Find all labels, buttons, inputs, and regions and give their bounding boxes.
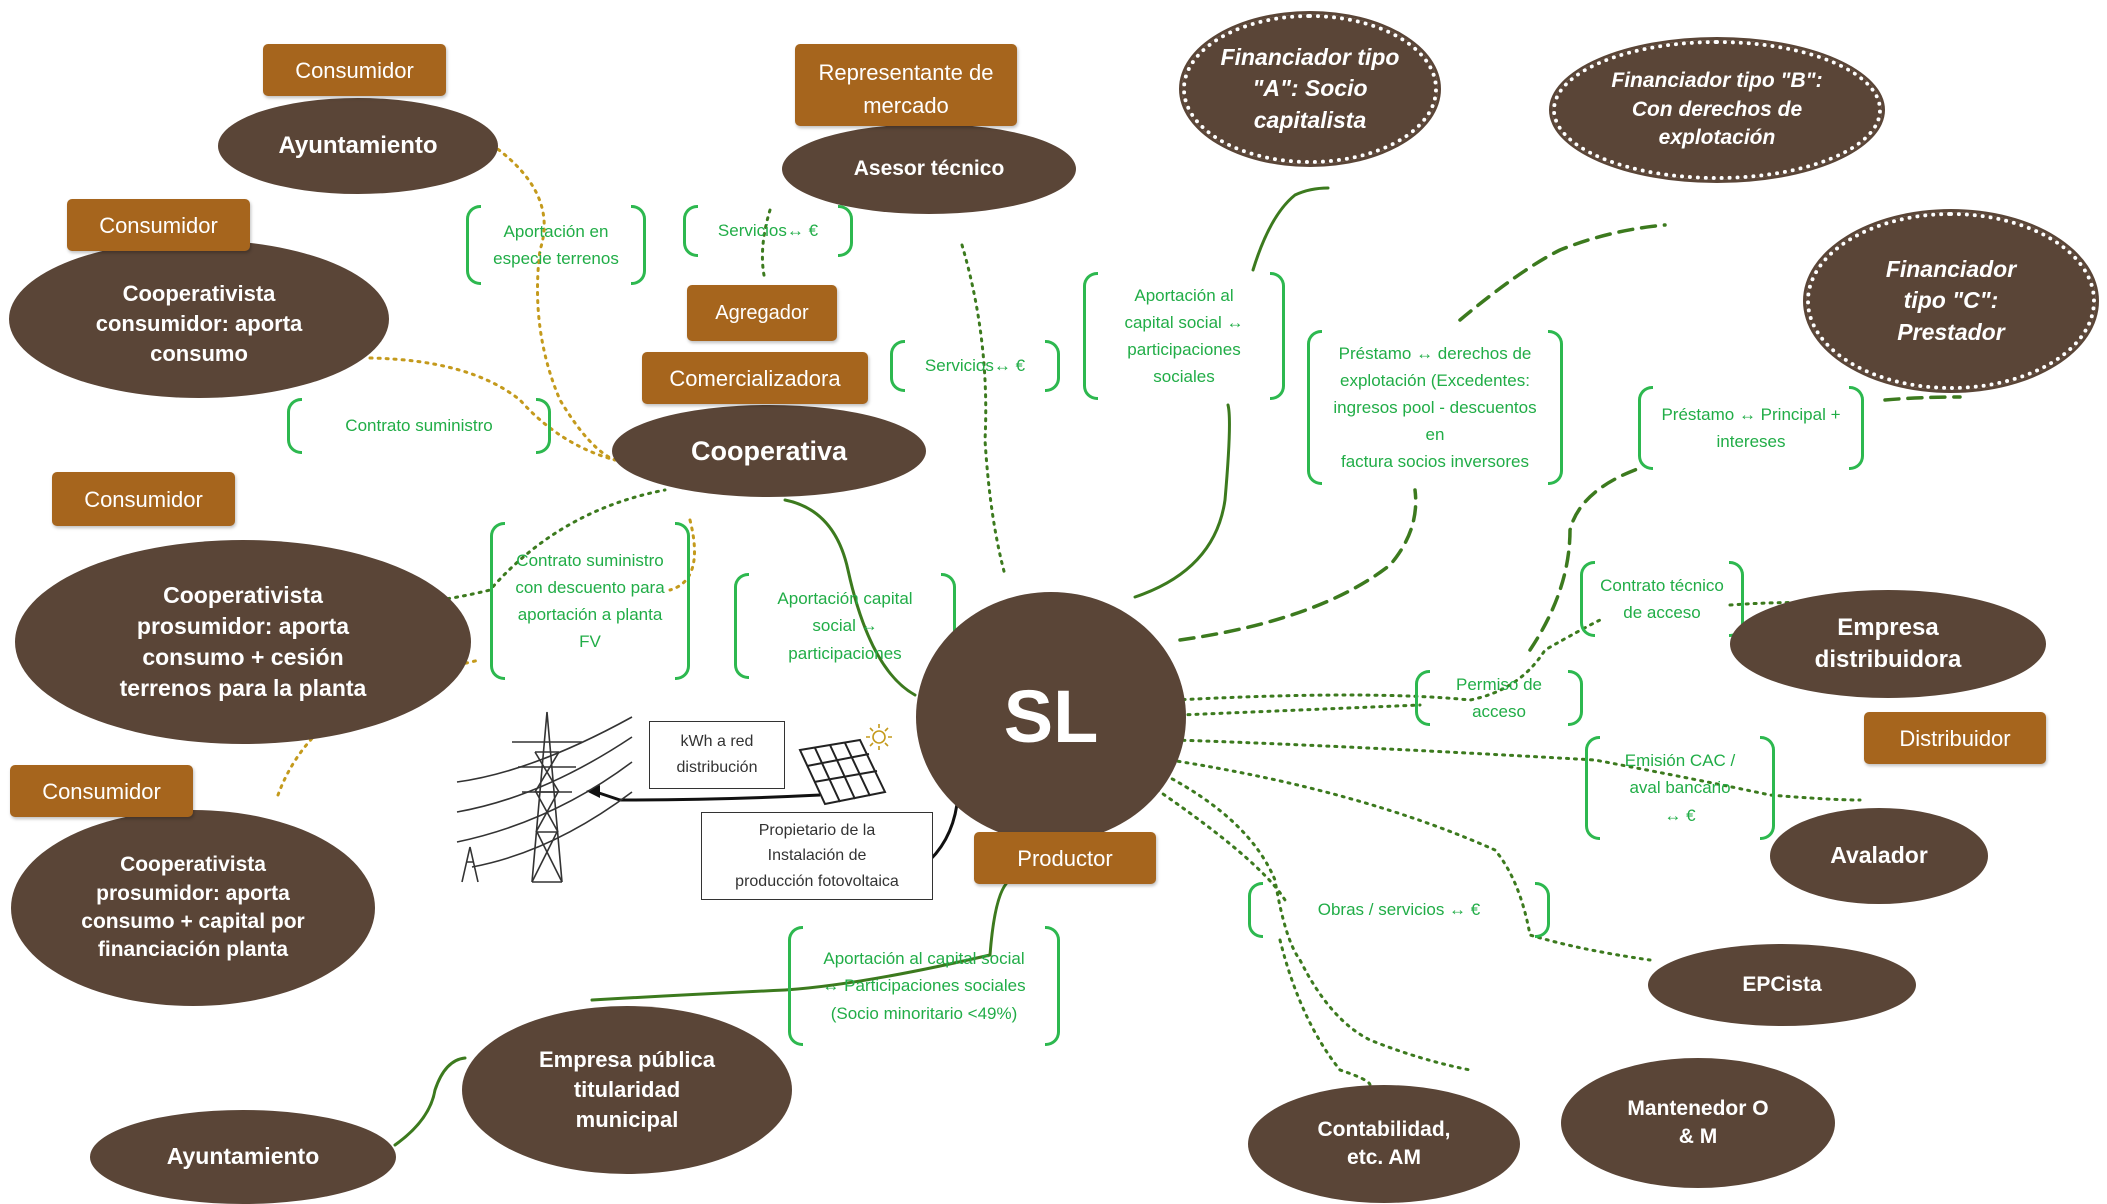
relation-contrato-tecnico-label: Contrato técnico de acceso — [1600, 575, 1724, 622]
ayuntamiento-bottom-node: Ayuntamiento — [90, 1110, 396, 1204]
connector-ayuntamiento-bottom — [393, 1056, 467, 1147]
connector-permiso — [1178, 703, 1422, 717]
connector-fin-a — [1133, 186, 1330, 599]
tag-consumidor-2: Consumidor — [67, 199, 250, 251]
connector-mantenedor — [1163, 773, 1472, 1072]
connector-consumidor — [368, 356, 617, 462]
sun-icon — [866, 724, 892, 750]
connector-prosumidor-terrenos — [668, 518, 696, 592]
power-pylon-icon — [456, 711, 633, 883]
tag-comercializadora: Comercializadora — [642, 352, 868, 404]
tag-consumidor-1: Consumidor — [263, 44, 446, 96]
relation-aportacion-capital-social: Aportación capital social ↔ participacio… — [734, 573, 956, 679]
relation-prestamo-derechos-label: Préstamo ↔ derechos de explotación (Exce… — [1333, 343, 1537, 472]
connector-fin-c — [1528, 395, 1962, 652]
relation-aportacion-capital-social-label: Aportación capital social ↔ participacio… — [777, 589, 913, 663]
cooperativa-node: Cooperativa — [612, 405, 926, 497]
relation-servicios-1: Servicios↔ € — [683, 205, 853, 257]
relation-permiso-acceso: Permiso de acceso — [1415, 670, 1583, 726]
connector-cooperativa-sl — [783, 498, 917, 697]
relation-aportacion-minoritario: Aportación al capital social ↔ Participa… — [788, 926, 1060, 1046]
financiador-b-node: Financiador tipo "B": Con derechos de ex… — [1549, 37, 1885, 183]
tag-consumidor-3: Consumidor — [52, 472, 235, 526]
connector-ayuntamiento — [483, 138, 617, 462]
tag-agregador: Agregador — [687, 285, 837, 341]
cooperativista-prosumidor-terrenos-node: Cooperativista prosumidor: aporta consum… — [15, 540, 471, 744]
tag-consumidor-4: Consumidor — [10, 765, 193, 817]
solar-panel-icon — [798, 738, 887, 806]
relation-emision-cac: Emisión CAC / aval bancario ↔ € — [1585, 736, 1775, 840]
relation-servicios-2-label: Servicios↔ € — [924, 356, 1026, 376]
cooperativista-prosumidor-capital-node: Cooperativista prosumidor: aporta consum… — [11, 810, 375, 1006]
relation-servicios-1-label: Servicios↔ € — [717, 221, 819, 241]
relation-obras-servicios-label: Obras / servicios ↔ € — [1317, 900, 1481, 920]
relation-emision-cac-label: Emisión CAC / aval bancario ↔ € — [1624, 751, 1736, 825]
connector-contabilidad — [1148, 783, 1372, 1087]
mantenedor-node: Mantenedor O & M — [1561, 1058, 1835, 1188]
relation-prestamo-principal-label: Préstamo ↔ Principal + intereses — [1661, 404, 1841, 451]
contabilidad-node: Contabilidad, etc. AM — [1248, 1085, 1520, 1203]
tag-representante: Representante de mercado — [795, 44, 1017, 126]
arrow-to-sl — [928, 794, 960, 862]
relation-contrato-suministro-label: Contrato suministro — [345, 416, 493, 436]
connector-fin-b — [1178, 223, 1667, 642]
tag-productor: Productor — [974, 832, 1156, 884]
avalador-node: Avalador — [1770, 808, 1988, 904]
connector-distribuidora — [1173, 618, 1602, 702]
relation-aportacion-terrenos-label: Aportación en especie terrenos — [493, 221, 619, 268]
asesor-tecnico-node: Asesor técnico — [782, 124, 1076, 214]
connector-avalador — [1173, 738, 1862, 802]
connector-asesor — [760, 208, 772, 282]
cooperativista-consumidor-node: Cooperativista consumidor: aporta consum… — [9, 240, 389, 398]
arrow-kwh-head — [586, 785, 600, 798]
financiador-c-node: Financiador tipo "C": Prestador — [1803, 209, 2099, 393]
propietario-box: Propietario de la Instalación de producc… — [701, 812, 933, 900]
kwh-red-box: kWh a red distribución — [649, 721, 785, 789]
relation-aportacion-al-capital: Aportación al capital social ↔ participa… — [1083, 272, 1285, 400]
financiador-a-node: Financiador tipo "A": Socio capitalista — [1179, 11, 1441, 167]
sl-center-node: SL — [916, 592, 1186, 842]
relation-aportacion-terrenos: Aportación en especie terrenos — [466, 205, 646, 285]
relation-servicios-2: Servicios↔ € — [890, 340, 1060, 392]
relation-contrato-tecnico: Contrato técnico de acceso — [1580, 561, 1744, 637]
connector-asesor-sl — [960, 243, 1007, 577]
ayuntamiento-top-node: Ayuntamiento — [218, 98, 498, 194]
epcista-node: EPCista — [1648, 944, 1916, 1026]
connector-prosumidor-terrenos-2 — [398, 488, 667, 607]
relation-obras-servicios: Obras / servicios ↔ € — [1248, 882, 1550, 938]
arrow-kwh — [595, 790, 821, 802]
connector-epcista — [1168, 758, 1652, 962]
empresa-distribuidora-node: Empresa distribuidora — [1730, 590, 2046, 698]
relation-prestamo-principal: Préstamo ↔ Principal + intereses — [1638, 386, 1864, 470]
empresa-publica-node: Empresa pública titularidad municipal — [462, 1006, 792, 1174]
relation-contrato-suministro: Contrato suministro — [287, 398, 551, 454]
relation-prestamo-derechos: Préstamo ↔ derechos de explotación (Exce… — [1307, 330, 1563, 485]
tag-distribuidor: Distribuidor — [1864, 712, 2046, 764]
relation-permiso-acceso-label: Permiso de acceso — [1456, 674, 1542, 721]
relation-aportacion-minoritario-label: Aportación al capital social ↔ Participa… — [822, 949, 1026, 1023]
relation-aportacion-al-capital-label: Aportación al capital social ↔ participa… — [1124, 285, 1244, 387]
relation-contrato-descuento: Contrato suministro con descuento para a… — [490, 522, 690, 680]
relation-contrato-descuento-label: Contrato suministro con descuento para a… — [515, 550, 665, 652]
